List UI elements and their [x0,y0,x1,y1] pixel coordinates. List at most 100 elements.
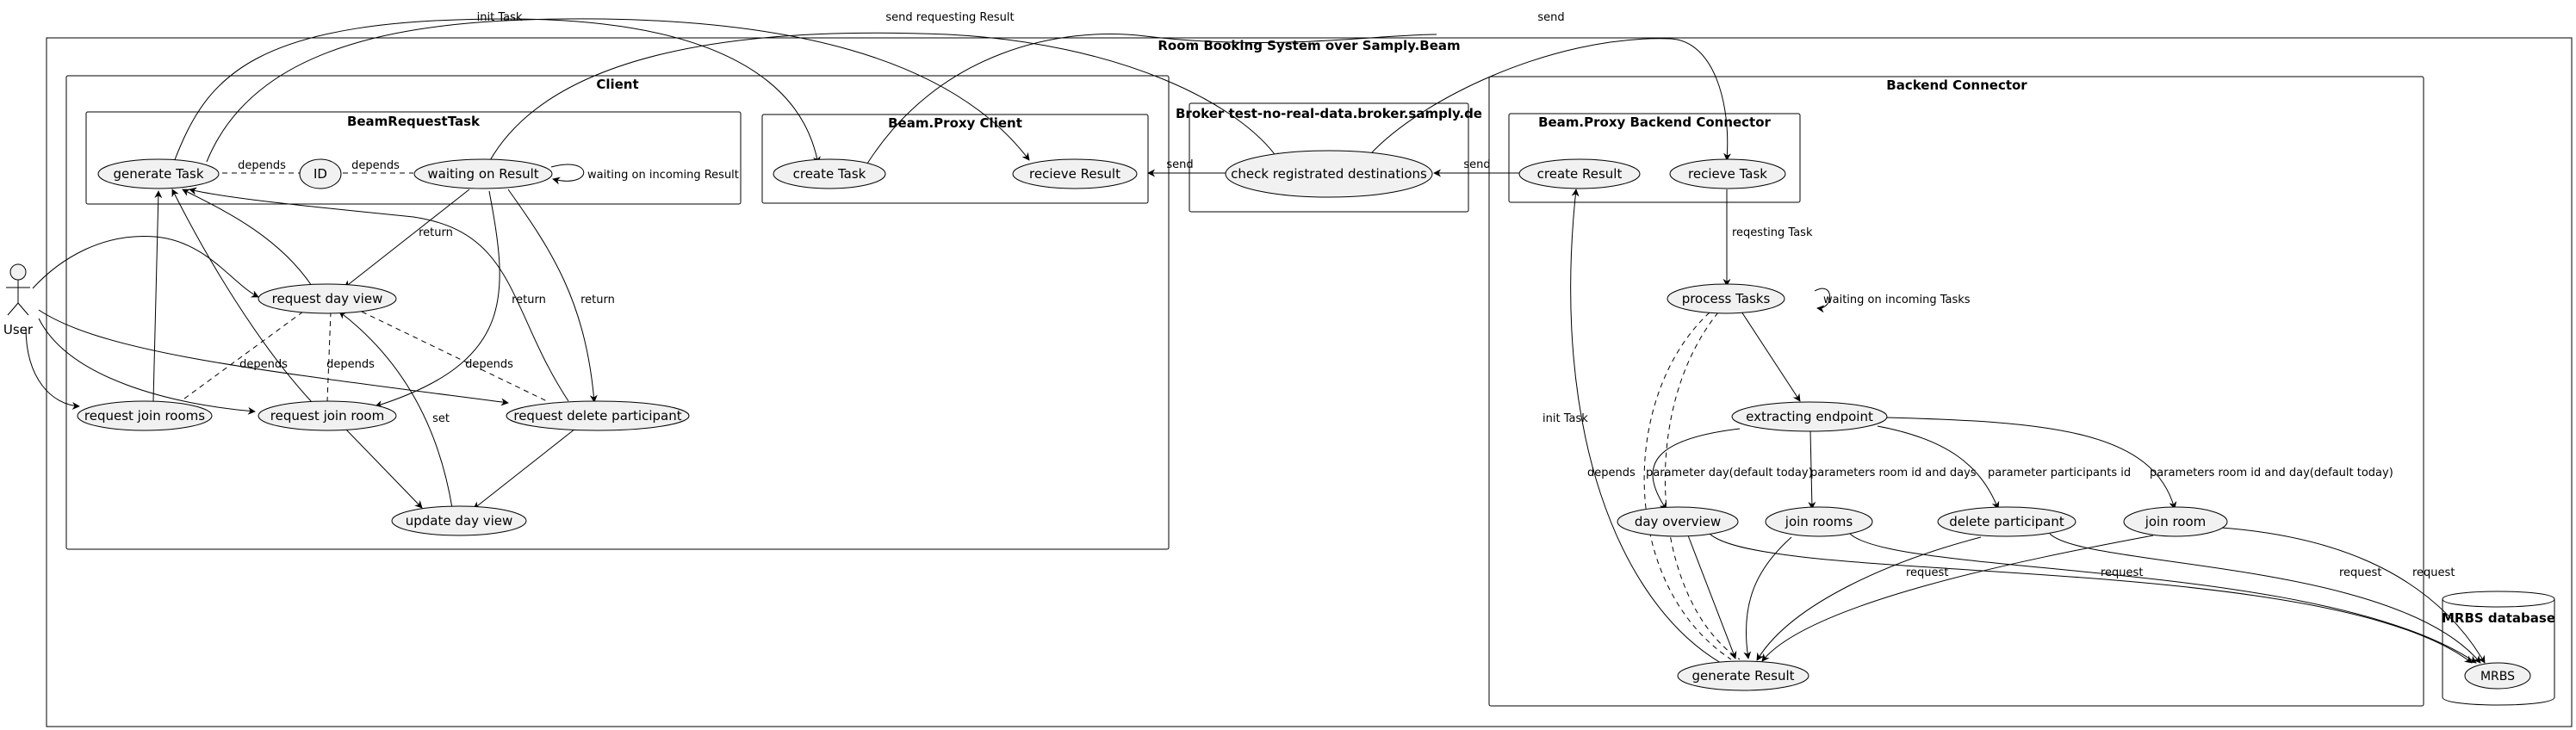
node-request-join-room-shape[interactable] [258,400,397,431]
node-generate-result-shape[interactable] [1677,660,1809,691]
edge-requesting-result [870,34,1292,164]
node-recieve-task-shape[interactable] [1669,158,1786,189]
edge-delete-to-generate-task [189,187,569,402]
edge-extracting-to-join-room [1885,417,2177,510]
top-arcs [206,18,1437,164]
edge-create-task-up-visible [872,34,1437,162]
edge-top-arc-create-task-final [927,39,1437,162]
package-client-title: Client [596,77,638,92]
label-param-rooms-days: parameters room id and days [1810,467,1977,479]
label-waiting-incoming-result: waiting on incoming Result [587,169,739,182]
edge-join-room-to-update [344,427,423,509]
node-join-room: join room [2145,514,2207,529]
package-beam-request-task: BeamRequestTask [85,111,742,205]
node-process-tasks-shape[interactable] [1667,283,1785,314]
edges [25,18,2486,664]
node-create-result-shape[interactable] [1518,158,1641,189]
edge-day-overview-to-generate [1687,535,1737,659]
label-param-room-day: parameters room id and day(default today… [2150,467,2393,479]
edge-waiting-to-request-delete [507,189,598,403]
package-beam-request-task-title: BeamRequestTask [347,114,481,129]
edge-create-task-to-broker-visible [872,36,1437,162]
nodes [6,150,2531,691]
edge-top-requesting-result [916,35,1437,162]
node-recieve-result: recieve Result [1029,166,1120,182]
node-check-destinations: check registrated destinations [1231,166,1427,182]
package-backend-connector: Backend Connector [1488,76,2424,707]
node-day-overview-shape[interactable] [1617,506,1739,537]
edge-day-view-join-room-depends [326,311,332,402]
edge-delete-to-generate [1756,536,1982,661]
node-id-shape[interactable] [299,158,342,189]
node-check-destinations-shape[interactable] [1225,150,1433,198]
edge-update-to-day-view [338,311,453,509]
node-recieve-result-shape[interactable] [1012,158,1138,189]
node-delete-participant-shape[interactable] [1937,506,2076,537]
node-waiting-on-result-shape[interactable] [413,158,553,189]
edge-create-task-to-check [874,36,1296,162]
edge-process-to-extracting [1741,311,1801,402]
node-mrbs-shape[interactable] [2464,662,2531,690]
edge-create-task-to-recieve-result-top [861,38,1016,162]
edge-join-room-to-mrbs [2208,526,2486,664]
package-beam-proxy-client-title: Beam.Proxy Client [888,115,1022,131]
label-set: set [432,412,450,425]
edge-create-task-from-broker [866,36,1206,162]
node-generate-task-shape[interactable] [97,158,220,189]
package-beam-proxy-backend-title: Beam.Proxy Backend Connector [1538,114,1771,130]
package-broker: Broker test-no-real-data.broker.samply.d… [1176,102,1482,213]
label-depends-5: depends [465,358,513,371]
edge-create-task-top-visible [872,34,1437,162]
edge-gen-task-recieve-result-real [206,18,1030,163]
edge-generate-task-to-create-task [173,18,821,164]
edge-waiting-self-loop [550,164,585,185]
label-request-2: request [2101,566,2143,579]
edge-user-to-join-rooms [25,326,80,410]
label-param-participants: parameter participants id [1988,467,2131,479]
node-extracting-endpoint-shape[interactable] [1731,401,1888,432]
edge-create-task-to-top [878,34,1437,162]
node-generate-result: generate Result [1691,668,1794,684]
node-update-day-view-shape[interactable] [391,505,527,536]
edge-create-task-to-broker-real [870,34,1309,162]
node-create-task: create Task [793,166,866,182]
node-delete-participant: delete participant [1949,514,2064,529]
node-recieve-task: recieve Task [1688,166,1767,182]
edge-create-task-line [920,38,1437,162]
package-client: Client [65,75,1170,550]
node-join-room-shape[interactable] [2123,506,2228,537]
edge-day-view-to-generate-task [182,189,313,287]
node-request-delete-participant-shape[interactable] [506,400,690,431]
package-system-title: Room Booking System over Samply.Beam [1158,38,1460,53]
edge-day-overview-to-mrbs [1709,533,2473,664]
edge-process-generate-depends [1643,312,1732,660]
node-request-day-view-shape[interactable] [258,283,397,314]
edge-recieve-result-curve [775,28,1059,160]
node-create-task-shape[interactable] [773,158,886,189]
edge-extracting-to-delete [1877,425,2000,510]
edge-create-task-to-check-dest [861,36,1437,162]
node-request-join-rooms-shape[interactable] [77,400,213,431]
edge-send-requesting-result [861,34,1133,160]
node-generate-task: generate Task [113,166,203,182]
edge-arc-create-task-to-recieve-result-send [865,34,1145,162]
edge-join-rooms-to-mrbs [1849,533,2477,664]
user-actor[interactable] [6,263,30,316]
edge-create-task-up-real [868,36,1437,162]
label-request-1: request [1906,566,1948,579]
edge-extracting-to-day-overview [1652,428,1741,510]
edge-top-arc-create-task [923,36,1437,164]
node-join-rooms-shape[interactable] [1765,506,1873,537]
edge-create-task-requesting-result [913,38,1240,162]
label-depends-1: depends [238,159,286,172]
edge-day-view-delete-depends [361,311,548,402]
user-actor-label: User [3,322,34,337]
edge-day-view-join-rooms-depends [180,311,304,402]
label-request-3: request [2339,566,2381,579]
node-join-rooms: join rooms [1785,514,1853,529]
node-waiting-on-result: waiting on Result [427,166,538,182]
edge-join-rooms-to-generate [1743,536,1792,659]
edge-send-requesting [605,34,1075,162]
edge-waiting-to-request-day-view [344,189,470,288]
edge-join-rooms-to-generate-task [152,190,163,402]
